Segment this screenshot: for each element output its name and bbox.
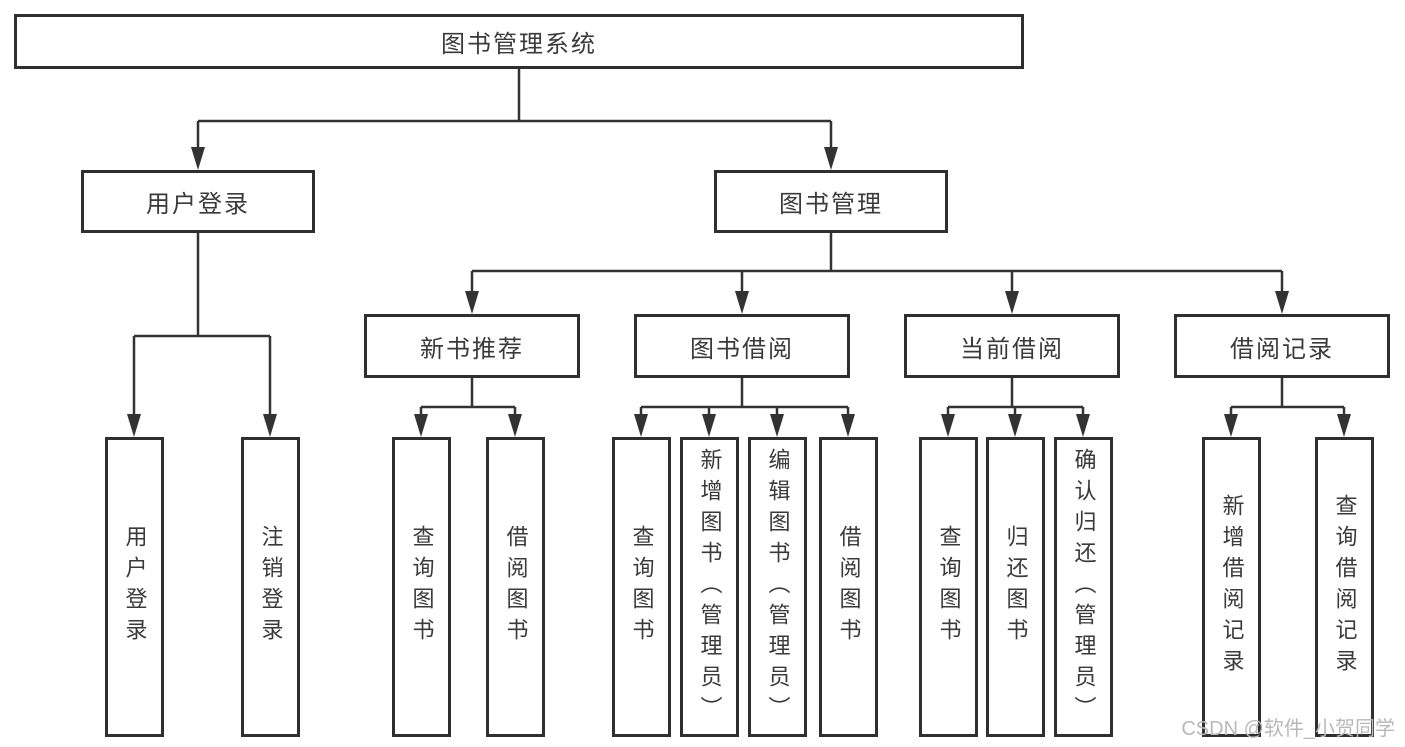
leaf-label: 编辑图书（管理员） bbox=[765, 447, 791, 727]
node-borrow-records: 借阅记录 bbox=[1174, 314, 1390, 378]
node-label: 图书借阅 bbox=[690, 335, 794, 363]
leaf-label: 借阅图书 bbox=[836, 525, 862, 649]
leaf-user-login: 用户登录 bbox=[105, 437, 164, 737]
node-label: 用户登录 bbox=[146, 191, 250, 218]
leaf-add-borrow-record: 新增借阅记录 bbox=[1202, 437, 1261, 737]
node-book-management: 图书管理 bbox=[714, 170, 948, 233]
leaf-confirm-return-admin: 确认归还（管理员） bbox=[1054, 437, 1113, 737]
leaf-label: 查询图书 bbox=[629, 525, 655, 649]
leaf-query-books-borrow: 查询图书 bbox=[612, 437, 671, 737]
edge-new-book-split bbox=[419, 378, 517, 416]
node-label: 图书管理系统 bbox=[441, 31, 597, 58]
leaf-label: 查询图书 bbox=[409, 525, 435, 649]
leaf-borrow-books: 借阅图书 bbox=[819, 437, 878, 737]
node-label: 图书管理 bbox=[779, 191, 883, 218]
node-label: 当前借阅 bbox=[960, 335, 1064, 363]
leaf-query-borrow-record: 查询借阅记录 bbox=[1315, 437, 1374, 737]
node-book-borrow: 图书借阅 bbox=[634, 314, 850, 378]
edge-book-mgmt-split bbox=[470, 233, 1284, 293]
leaf-label: 新增图书（管理员） bbox=[697, 447, 723, 727]
csdn-watermark: CSDN @软件_小贺同学 bbox=[1181, 718, 1395, 740]
leaf-return-books: 归还图书 bbox=[986, 437, 1045, 737]
node-label: 新书推荐 bbox=[420, 335, 524, 363]
leaf-label: 归还图书 bbox=[1003, 525, 1029, 649]
node-label: 借阅记录 bbox=[1230, 335, 1334, 363]
leaf-label: 注销登录 bbox=[258, 525, 284, 649]
leaf-label: 借阅图书 bbox=[503, 525, 529, 649]
leaf-label: 用户登录 bbox=[122, 525, 148, 649]
edge-user-login-split bbox=[132, 233, 272, 416]
leaf-borrow-books-recommend: 借阅图书 bbox=[486, 437, 545, 737]
node-current-borrow: 当前借阅 bbox=[904, 314, 1120, 378]
node-book-management-system: 图书管理系统 bbox=[14, 14, 1024, 69]
leaf-query-books-recommend: 查询图书 bbox=[392, 437, 451, 737]
leaf-edit-books-admin: 编辑图书（管理员） bbox=[748, 437, 807, 737]
edge-current-borrow-split bbox=[946, 378, 1085, 416]
arrowheads bbox=[127, 147, 1351, 437]
leaf-label: 查询借阅记录 bbox=[1332, 494, 1358, 680]
edge-borrow-records-split bbox=[1229, 378, 1346, 416]
edge-root-split bbox=[196, 69, 833, 149]
leaf-label: 确认归还（管理员） bbox=[1071, 447, 1097, 727]
leaf-query-books-current: 查询图书 bbox=[919, 437, 978, 737]
node-user-login: 用户登录 bbox=[81, 170, 315, 233]
leaf-label: 新增借阅记录 bbox=[1219, 494, 1245, 680]
leaf-label: 查询图书 bbox=[936, 525, 962, 649]
leaf-add-books-admin: 新增图书（管理员） bbox=[680, 437, 739, 737]
edge-book-borrow-split bbox=[639, 378, 850, 416]
leaf-logout: 注销登录 bbox=[241, 437, 300, 737]
node-new-book-recommend: 新书推荐 bbox=[364, 314, 580, 378]
